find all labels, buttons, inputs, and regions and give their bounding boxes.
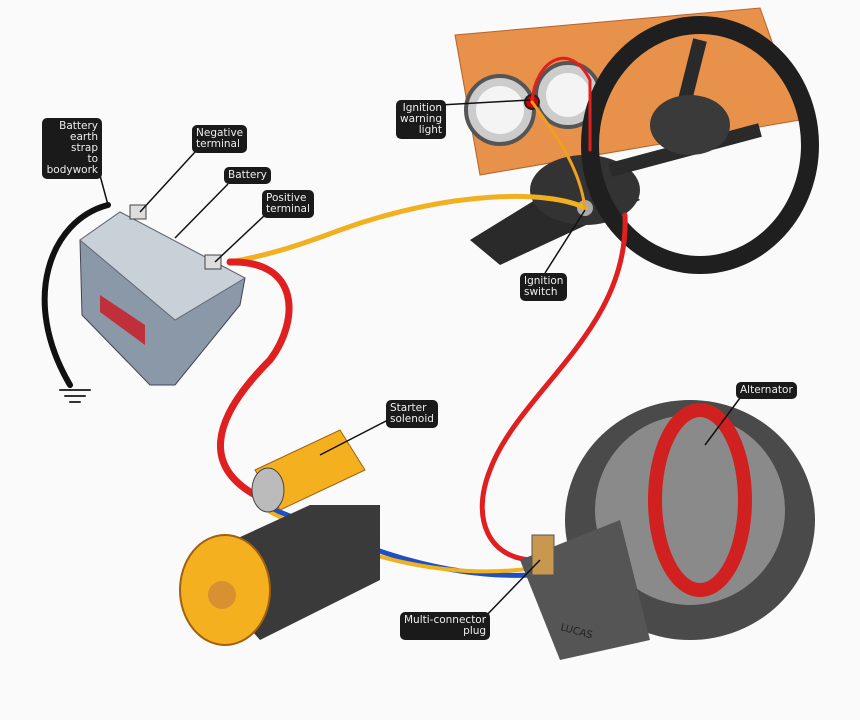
- alternator: LUCAS: [520, 400, 815, 660]
- label-multi-connector-plug: Multi-connector plug: [400, 612, 491, 640]
- label-alternator: Alternator: [736, 382, 797, 399]
- label-positive-terminal: Positive terminal: [262, 190, 314, 218]
- ground-symbol: [59, 389, 91, 403]
- label-earth-strap: Battery earth strap to bodywork: [42, 118, 102, 179]
- label-ignition-warning-light: Ignition warning light: [396, 100, 447, 139]
- label-negative-terminal: Negative terminal: [192, 125, 248, 153]
- starter-motor: [179, 429, 380, 646]
- label-battery: Battery: [224, 167, 271, 184]
- wires: [41, 57, 628, 578]
- label-starter-solenoid: Starter solenoid: [386, 400, 438, 428]
- label-ignition-switch: Ignition switch: [520, 273, 568, 301]
- battery: [79, 204, 247, 386]
